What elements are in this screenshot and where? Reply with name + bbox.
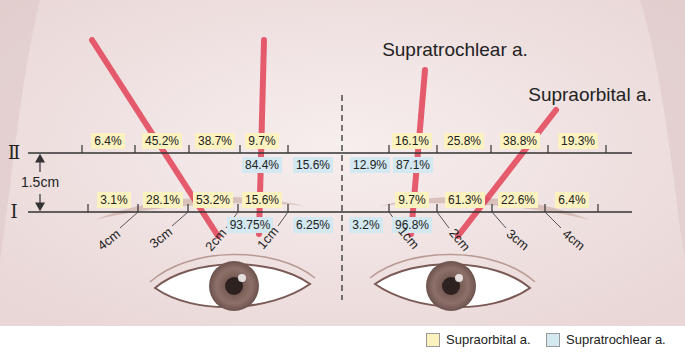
percentage-value: 45.2% bbox=[145, 134, 179, 148]
tick bbox=[547, 145, 548, 153]
line-two bbox=[28, 152, 632, 153]
tick bbox=[87, 204, 88, 212]
skin-ground bbox=[0, 0, 685, 326]
legend-entry: Supratrochlear a. bbox=[546, 332, 666, 347]
percentage-value: 22.6% bbox=[501, 193, 535, 207]
percentage-box: 45.2% bbox=[142, 133, 182, 149]
percentage-value: 16.1% bbox=[395, 134, 429, 148]
percentage-box: 53.2% bbox=[193, 192, 233, 208]
percentage-value: 12.9% bbox=[353, 158, 387, 172]
tick bbox=[544, 204, 545, 212]
legend-entry: Supraorbital a. bbox=[426, 332, 531, 347]
percentage-value: 53.2% bbox=[196, 193, 230, 207]
distance-guide bbox=[172, 212, 188, 226]
tick bbox=[187, 204, 188, 212]
percentage-box: 15.6% bbox=[293, 157, 333, 173]
percentage-box: 16.1% bbox=[392, 133, 432, 149]
tick bbox=[239, 145, 240, 153]
distance-guide bbox=[437, 212, 449, 228]
percentage-box: 6.4% bbox=[91, 133, 124, 149]
percentage-box: 22.6% bbox=[498, 192, 538, 208]
tick bbox=[287, 204, 288, 212]
percentage-box: 3.2% bbox=[349, 217, 382, 233]
tick bbox=[605, 145, 606, 153]
percentage-box: 25.8% bbox=[444, 133, 484, 149]
tick bbox=[134, 145, 135, 153]
arrow-head bbox=[36, 203, 44, 210]
artery-name: Supratrochlear a. bbox=[382, 40, 528, 61]
midline bbox=[341, 95, 342, 300]
tick bbox=[436, 145, 437, 153]
tick bbox=[388, 145, 389, 153]
tick bbox=[490, 145, 491, 153]
tick bbox=[81, 145, 82, 153]
percentage-value: 6.4% bbox=[94, 134, 121, 148]
legend-swatch bbox=[426, 333, 440, 347]
tick bbox=[287, 145, 288, 153]
tick bbox=[237, 204, 238, 212]
distance-guide bbox=[278, 212, 288, 226]
artery-name: Supraorbital a. bbox=[528, 85, 652, 106]
line-numeral: Ⅰ bbox=[10, 202, 17, 222]
percentage-box: 12.9% bbox=[350, 157, 390, 173]
percentage-box: 9.7% bbox=[245, 133, 278, 149]
percentage-value: 15.6% bbox=[296, 158, 330, 172]
legend-swatch bbox=[546, 333, 560, 347]
percentage-box: 9.7% bbox=[395, 192, 428, 208]
distance-guide bbox=[120, 212, 138, 228]
supraorbital-artery-right bbox=[458, 110, 556, 236]
tick bbox=[597, 204, 598, 212]
percentage-value: 15.6% bbox=[245, 193, 279, 207]
percentage-box: 84.4% bbox=[242, 157, 282, 173]
arrow-head bbox=[36, 155, 44, 162]
percentage-value: 19.3% bbox=[561, 134, 595, 148]
legend-text: Supratrochlear a. bbox=[566, 332, 666, 347]
white-band bbox=[0, 326, 685, 356]
percentage-box: 6.4% bbox=[555, 192, 588, 208]
hair-right bbox=[640, 0, 685, 260]
percentage-value: 87.1% bbox=[396, 158, 430, 172]
percentage-box: 6.25% bbox=[293, 217, 333, 233]
tick bbox=[388, 204, 389, 212]
tick bbox=[137, 204, 138, 212]
distance-guide bbox=[492, 212, 506, 228]
percentage-value: 38.8% bbox=[503, 134, 537, 148]
percentage-box: 3.1% bbox=[97, 192, 130, 208]
percentage-box: 61.3% bbox=[445, 192, 485, 208]
percentage-value: 61.3% bbox=[448, 193, 482, 207]
tick bbox=[188, 145, 189, 153]
percentage-box: 87.1% bbox=[393, 157, 433, 173]
line-numeral: Ⅱ bbox=[8, 143, 20, 163]
percentage-box: 15.6% bbox=[242, 192, 282, 208]
iris-right bbox=[426, 261, 476, 311]
percentage-value: 9.7% bbox=[398, 193, 425, 207]
percentage-value: 38.7% bbox=[198, 134, 232, 148]
percentage-value: 28.1% bbox=[146, 193, 180, 207]
percentage-box: 19.3% bbox=[558, 133, 598, 149]
percentage-value: 3.2% bbox=[352, 218, 379, 232]
percentage-box: 38.8% bbox=[500, 133, 540, 149]
hair-left bbox=[0, 0, 40, 260]
percentage-value: 6.4% bbox=[558, 193, 585, 207]
percentage-value: 6.25% bbox=[296, 218, 330, 232]
tick bbox=[491, 204, 492, 212]
tick bbox=[436, 204, 437, 212]
distance-guide bbox=[545, 212, 561, 228]
eye-glint-left bbox=[238, 274, 246, 282]
percentage-value: 3.1% bbox=[100, 193, 127, 207]
dimension-label: 1.5cm bbox=[21, 175, 59, 190]
percentage-value: 9.7% bbox=[248, 134, 275, 148]
percentage-box: 28.1% bbox=[143, 192, 183, 208]
legend-text: Supraorbital a. bbox=[446, 332, 531, 347]
percentage-box: 38.7% bbox=[195, 133, 235, 149]
eye-glint-right bbox=[455, 274, 463, 282]
line-one bbox=[28, 211, 632, 212]
percentage-value: 25.8% bbox=[447, 134, 481, 148]
percentage-value: 84.4% bbox=[245, 158, 279, 172]
iris-left bbox=[209, 261, 259, 311]
supratrochlear-artery-right bbox=[411, 70, 425, 234]
